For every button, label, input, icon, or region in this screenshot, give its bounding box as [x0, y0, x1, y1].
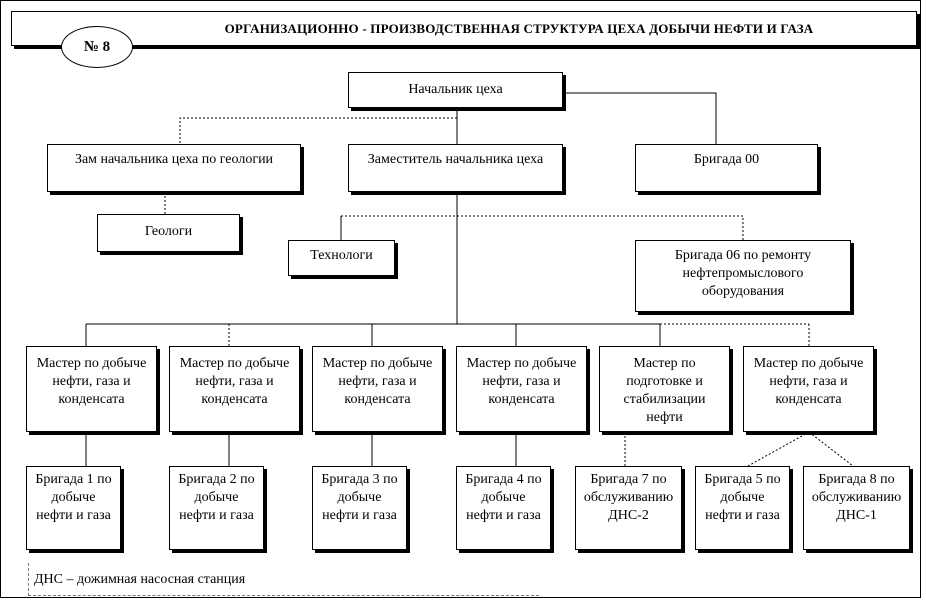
master-box: Мастер по добыче нефти, газа и конденсат… — [26, 346, 157, 432]
brigade-00-box: Бригада 00 — [635, 144, 818, 192]
brigade-box: Бригада 8 по обслуживанию ДНС-1 — [803, 466, 910, 550]
deputy-head-box: Заместитель начальника цеха — [348, 144, 563, 192]
master-box: Мастер по подготовке и стабилизации нефт… — [599, 346, 730, 432]
brigade-06-box: Бригада 06 по ремонту нефтепромыслового … — [635, 240, 851, 312]
deputy-geology-box: Зам начальника цеха по геологии — [47, 144, 301, 192]
head-of-workshop-box: Начальник цеха — [348, 72, 563, 108]
diagram-number-badge: № 8 — [61, 26, 133, 68]
brigade-box: Бригада 3 по добыче нефти и газа — [312, 466, 407, 550]
footnote-frame — [28, 563, 539, 596]
brigade-box: Бригада 2 по добыче нефти и газа — [169, 466, 264, 550]
brigade-box: Бригада 4 по добыче нефти и газа — [456, 466, 551, 550]
brigade-box: Бригада 1 по добыче нефти и газа — [26, 466, 121, 550]
geologists-box: Геологи — [97, 214, 240, 252]
footnote: ДНС – дожимная насосная станция — [34, 571, 246, 587]
master-box: Мастер по добыче нефти, газа и конденсат… — [743, 346, 874, 432]
master-box: Мастер по добыче нефти, газа и конденсат… — [169, 346, 300, 432]
brigade-box: Бригада 5 по добыче нефти и газа — [695, 466, 790, 550]
master-box: Мастер по добыче нефти, газа и конденсат… — [456, 346, 587, 432]
diagram-title: ОРГАНИЗАЦИОННО - ПРОИЗВОДСТВЕННАЯ СТРУКТ… — [11, 11, 917, 46]
technologists-box: Технологи — [288, 240, 395, 276]
master-box: Мастер по добыче нефти, газа и конденсат… — [312, 346, 443, 432]
brigade-box: Бригада 7 по обслуживанию ДНС-2 — [575, 466, 682, 550]
